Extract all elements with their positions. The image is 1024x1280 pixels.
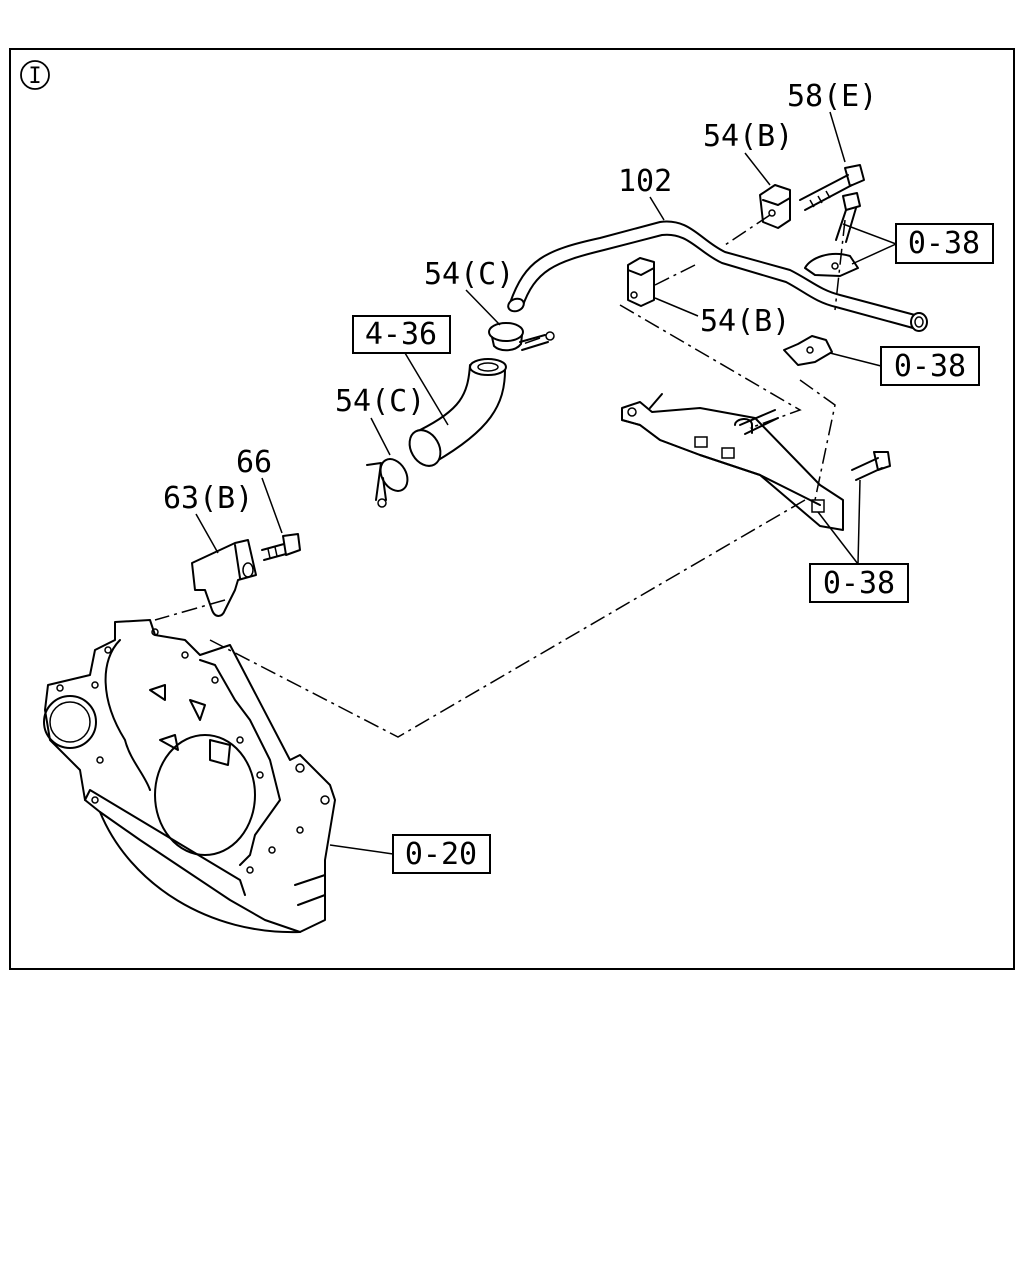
bracket-assembly: [621, 393, 844, 531]
alignment-lines: [154, 214, 846, 738]
flywheel-housing: [43, 619, 336, 934]
label-54b-mid: 54(B): [700, 304, 790, 339]
label-58e: 58(E): [787, 79, 877, 114]
hose-clamp-lower: [366, 458, 409, 508]
label-54c-lower: 54(C): [335, 384, 425, 419]
hose-4-36: [408, 358, 507, 467]
ref-box-4-36-text: 4-36: [365, 317, 437, 352]
view-marker-text: I: [28, 64, 41, 89]
bolt-bracket: [851, 451, 891, 481]
ref-box-0-20-text: 0-20: [405, 837, 477, 872]
label-54c-upper: 54(C): [424, 257, 514, 292]
clamp-54b-top: [759, 184, 791, 229]
ref-box-0-38-a-text: 0-38: [908, 226, 980, 261]
ref-box-0-38-c[interactable]: 0-38: [809, 563, 909, 603]
clip-upper: [804, 252, 859, 277]
ref-box-4-36[interactable]: 4-36: [352, 315, 451, 354]
clip-lower: [783, 335, 833, 366]
diagram-frame: [9, 48, 1015, 970]
label-102: 102: [618, 164, 672, 199]
bolt-66: [261, 533, 301, 561]
ref-box-0-20[interactable]: 0-20: [392, 834, 491, 874]
hose-clamp-upper: [488, 322, 555, 352]
leader-lines: [195, 111, 897, 855]
ref-box-0-38-b-text: 0-38: [894, 349, 966, 384]
bracket-63b: [191, 539, 257, 617]
view-marker: I: [20, 60, 50, 90]
bolt-58e: [799, 164, 865, 211]
label-63b: 63(B): [163, 481, 253, 516]
bolt-vertical: [835, 192, 861, 243]
pipe-102: [507, 220, 928, 332]
ref-box-0-38-a[interactable]: 0-38: [895, 223, 994, 264]
clamp-54b-mid: [627, 257, 655, 307]
ref-box-0-38-c-text: 0-38: [823, 566, 895, 601]
label-54b-top: 54(B): [703, 119, 793, 154]
label-66: 66: [236, 445, 272, 480]
ref-box-0-38-b[interactable]: 0-38: [880, 346, 980, 386]
